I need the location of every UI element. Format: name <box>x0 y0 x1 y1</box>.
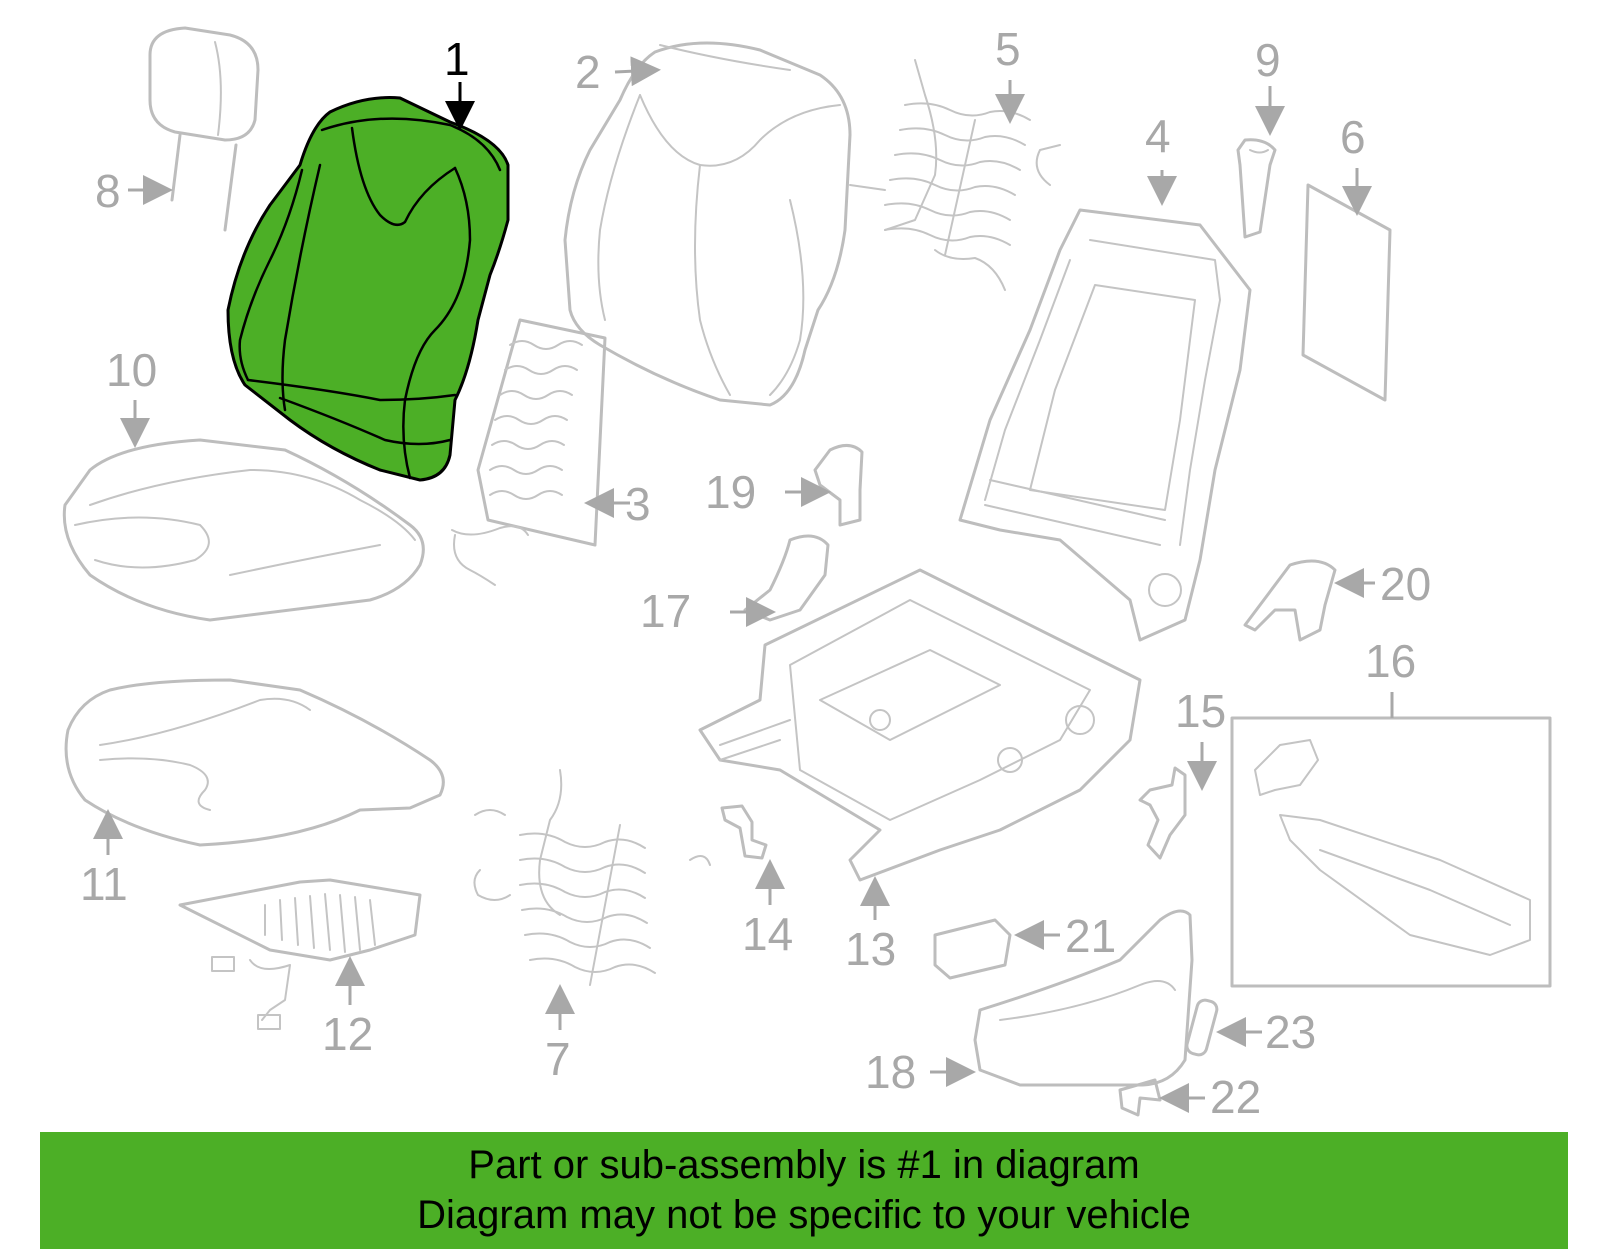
callout-21[interactable]: 21 <box>1065 910 1116 962</box>
callout-13[interactable]: 13 <box>845 923 896 975</box>
callout-14[interactable]: 14 <box>742 908 793 960</box>
callout-22[interactable]: 22 <box>1210 1071 1261 1123</box>
callout-9[interactable]: 9 <box>1255 34 1281 86</box>
leader-lines <box>93 56 1394 1113</box>
part-21-switch[interactable] <box>933 918 1012 980</box>
banner-line-1: Part or sub-assembly is #1 in diagram <box>468 1143 1140 1187</box>
callout-1[interactable]: 1 <box>444 33 470 85</box>
callout-labels: 1 2 3 4 5 6 7 8 9 10 11 12 13 14 15 16 1… <box>80 23 1431 1123</box>
callout-12[interactable]: 12 <box>322 1008 373 1060</box>
part-23-knob[interactable] <box>1185 998 1219 1057</box>
part-5-back-spring[interactable] <box>849 59 1061 291</box>
part-3-lumbar-mat[interactable] <box>451 318 607 586</box>
callout-17[interactable]: 17 <box>640 585 691 637</box>
callout-3[interactable]: 3 <box>625 478 651 530</box>
part-9-headrest-guide[interactable] <box>1236 138 1277 239</box>
part-6-label[interactable] <box>1301 183 1392 402</box>
callout-2[interactable]: 2 <box>575 46 601 98</box>
info-banner: Part or sub-assembly is #1 in diagram Di… <box>40 1132 1568 1249</box>
callout-16[interactable]: 16 <box>1365 635 1416 687</box>
callout-23[interactable]: 23 <box>1265 1006 1316 1058</box>
part-2-seat-back[interactable] <box>563 41 852 407</box>
banner-line-2: Diagram may not be specific to your vehi… <box>417 1193 1191 1237</box>
part-7-cushion-spring[interactable] <box>473 769 711 986</box>
part-19-cover[interactable] <box>813 444 864 527</box>
callout-4[interactable]: 4 <box>1145 110 1171 162</box>
callout-18[interactable]: 18 <box>865 1046 916 1098</box>
part-14-bracket[interactable] <box>720 804 768 860</box>
callout-7[interactable]: 7 <box>545 1033 571 1085</box>
part-11-cushion-pad[interactable] <box>64 678 445 847</box>
callout-19[interactable]: 19 <box>705 466 756 518</box>
part-10-seat-cushion[interactable] <box>62 438 425 622</box>
part-16-motor-kit[interactable] <box>1230 716 1552 988</box>
callout-20[interactable]: 20 <box>1380 558 1431 610</box>
callout-8[interactable]: 8 <box>95 165 121 217</box>
part-15-bracket[interactable] <box>1138 766 1187 860</box>
callout-10[interactable]: 10 <box>106 344 157 396</box>
part-8-headrest[interactable] <box>148 26 260 232</box>
callout-5[interactable]: 5 <box>995 23 1021 75</box>
part-18-side-shield[interactable] <box>973 909 1194 1087</box>
part-17-trim[interactable] <box>743 534 830 622</box>
parts-diagram: 1 2 3 4 5 6 7 8 9 10 11 12 13 14 15 16 1… <box>62 23 1552 1123</box>
part-22-knob[interactable] <box>1118 1078 1162 1117</box>
callout-6[interactable]: 6 <box>1340 111 1366 163</box>
callout-15[interactable]: 15 <box>1175 685 1226 737</box>
part-4-seat-back-frame[interactable] <box>958 208 1252 642</box>
callout-11[interactable]: 11 <box>80 858 128 910</box>
part-13-seat-track[interactable] <box>698 568 1142 882</box>
part-12-seat-heater[interactable] <box>178 878 422 1030</box>
part-20-cover[interactable] <box>1243 559 1337 642</box>
part-1-seat-back-cover[interactable] <box>226 96 510 482</box>
